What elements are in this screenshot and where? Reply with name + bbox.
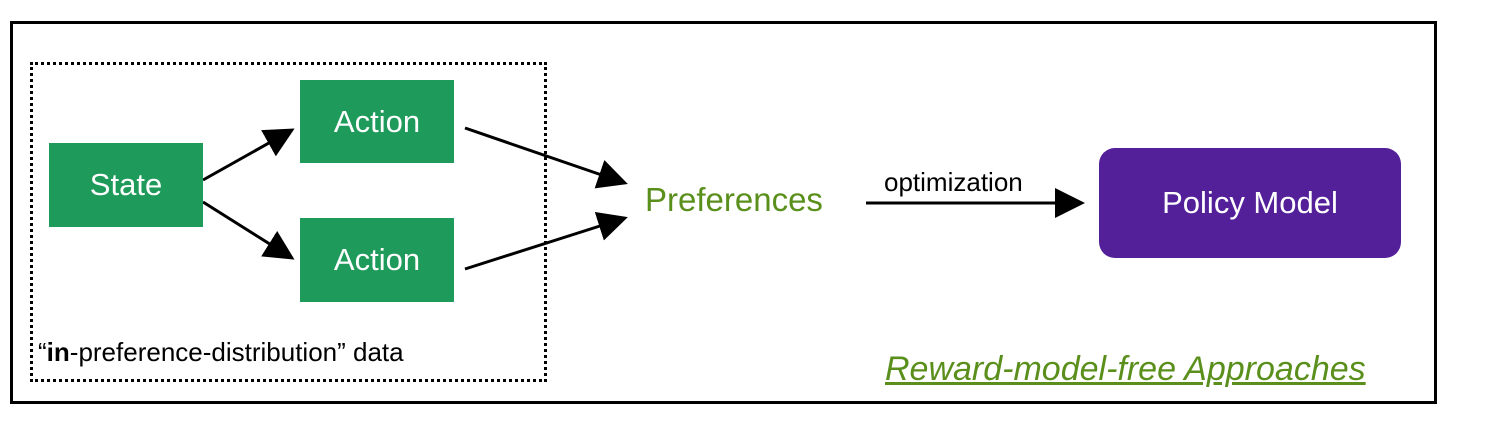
data-caption-rest: -preference-distribution” data: [69, 337, 404, 367]
data-caption-bold: in: [46, 337, 70, 367]
diagram-frame: [10, 21, 1437, 404]
arrow-action-bottom-to-preferences: [464, 211, 628, 271]
approach-title: Reward-model-free Approaches: [885, 350, 1366, 388]
action-node-bottom: Action: [300, 218, 454, 302]
arrow-state-to-action-top: [202, 128, 295, 182]
preferences-label: Preferences: [645, 181, 823, 218]
state-label: State: [89, 167, 163, 202]
action-node-top: Action: [300, 80, 454, 163]
policy-model-node: Policy Model: [1099, 148, 1401, 258]
in-distribution-data-box: [30, 62, 547, 382]
arrow-action-top-to-preferences: [464, 126, 628, 189]
data-caption: “in-preference-distribution” data: [38, 335, 404, 369]
optimization-label: optimization: [884, 167, 1023, 197]
action-bottom-label: Action: [333, 242, 421, 277]
policy-model-label: Policy Model: [1162, 185, 1338, 220]
arrow-state-to-action-bottom: [202, 200, 295, 260]
state-node: State: [49, 143, 203, 227]
action-top-label: Action: [333, 103, 421, 139]
data-caption-open-quote: “: [38, 337, 47, 367]
